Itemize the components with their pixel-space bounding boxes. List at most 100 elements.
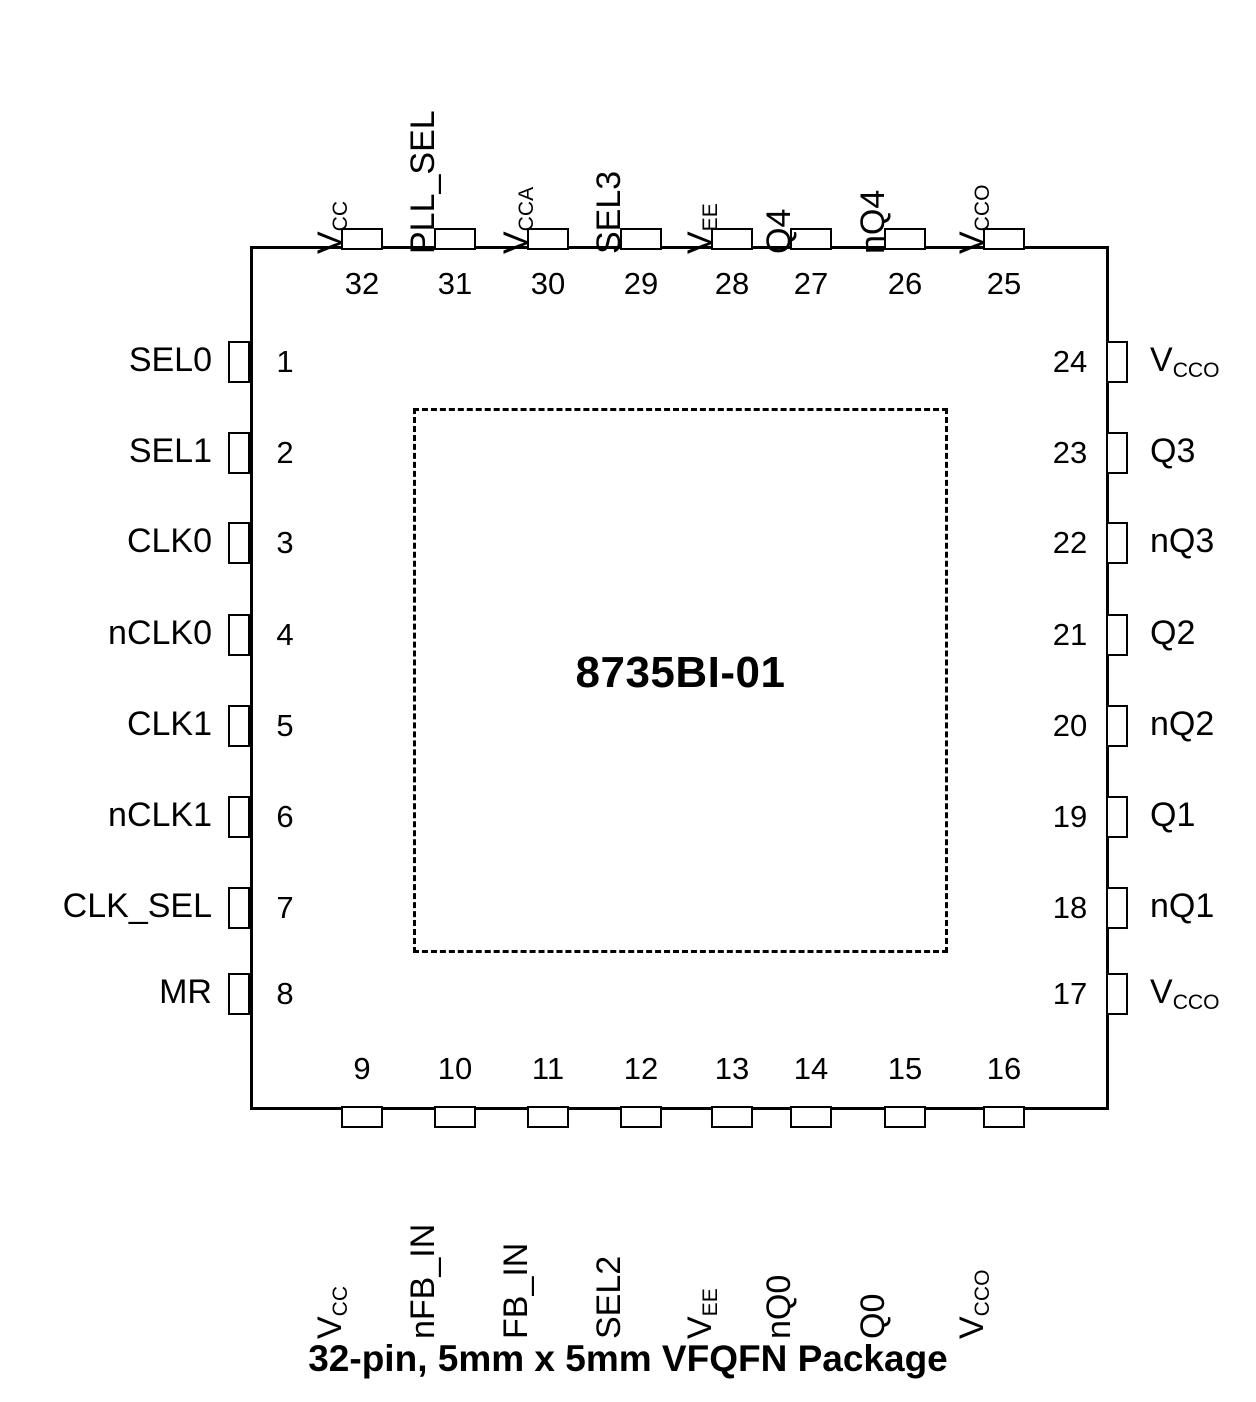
pin-number-14: 14 — [793, 1051, 829, 1086]
die-paddle-dashed-outline — [413, 408, 948, 953]
pin-number-10: 10 — [437, 1051, 473, 1086]
pin-label-28-sub: EE — [698, 203, 722, 232]
pad-10 — [434, 1106, 476, 1128]
pad-1 — [228, 341, 250, 383]
pin-label-19-text: Q1 — [1150, 796, 1196, 834]
pin-label-22-text: nQ3 — [1150, 522, 1215, 560]
pad-16 — [983, 1106, 1025, 1128]
pad-9 — [341, 1106, 383, 1128]
pin-label-13-sub: EE — [698, 1288, 722, 1317]
pin-label-21-text: Q2 — [1150, 614, 1196, 652]
pin-label-5: CLK1 — [126, 705, 212, 743]
pad-2 — [228, 432, 250, 474]
pin-label-24: VCCO — [1150, 341, 1220, 382]
pad-17 — [1106, 973, 1128, 1015]
pin-number-5: 5 — [276, 708, 294, 743]
pin-label-14-text: nQ0 — [760, 1274, 798, 1339]
pin-label-27: Q4 — [760, 209, 799, 254]
pin-label-20-text: nQ2 — [1150, 705, 1215, 743]
pad-11 — [527, 1106, 569, 1128]
pin-label-25-sub: CCO — [970, 184, 994, 232]
pin-number-18: 18 — [1052, 890, 1088, 925]
pin-number-19: 19 — [1052, 799, 1088, 834]
pin-label-24-text: V — [1150, 341, 1173, 379]
pad-3 — [228, 522, 250, 564]
pin-number-31: 31 — [437, 266, 473, 301]
pad-8 — [228, 973, 250, 1015]
pad-23 — [1106, 432, 1128, 474]
pin-number-24: 24 — [1052, 344, 1088, 379]
pin-label-7: CLK_SEL — [62, 887, 212, 925]
pin-label-30-sub: CCA — [514, 186, 538, 232]
pin-number-11: 11 — [531, 1051, 565, 1086]
pad-21 — [1106, 614, 1128, 656]
pad-6 — [228, 796, 250, 838]
part-number-label: 8735BI-01 — [575, 648, 786, 697]
pin-number-13: 13 — [714, 1051, 750, 1086]
package-body-outline — [250, 246, 1109, 1110]
pad-7 — [228, 887, 250, 929]
pin-number-28: 28 — [714, 266, 750, 301]
pin-number-3: 3 — [276, 525, 294, 560]
pin-label-19: Q1 — [1150, 796, 1195, 835]
pin-label-4: nCLK0 — [108, 614, 212, 652]
pin-label-9: VCC — [311, 1285, 352, 1339]
pin-label-30-text: V — [497, 231, 535, 254]
pin-label-32: VCC — [311, 200, 352, 254]
pad-4 — [228, 614, 250, 656]
pin-number-6: 6 — [276, 799, 294, 834]
pin-label-12: SEL2 — [590, 1256, 629, 1339]
pin-label-11: FB_IN — [497, 1243, 536, 1339]
pin-number-2: 2 — [276, 435, 294, 470]
pad-14 — [790, 1106, 832, 1128]
pin-label-16-text: V — [953, 1316, 991, 1339]
pad-32 — [341, 228, 383, 250]
pin-label-23-text: Q3 — [1150, 432, 1196, 470]
pin-label-16-sub: CCO — [970, 1269, 994, 1317]
pad-30 — [527, 228, 569, 250]
pin-number-29: 29 — [623, 266, 659, 301]
pin-label-26: nQ4 — [854, 190, 893, 254]
pin-number-8: 8 — [276, 976, 294, 1011]
pad-19 — [1106, 796, 1128, 838]
pin-number-15: 15 — [887, 1051, 923, 1086]
pin-number-32: 32 — [344, 266, 380, 301]
pad-13 — [711, 1106, 753, 1128]
pin-label-13: VEE — [681, 1288, 722, 1339]
pin-number-25: 25 — [986, 266, 1022, 301]
pin-label-9-sub: CC — [328, 1285, 352, 1317]
pad-24 — [1106, 341, 1128, 383]
pin-number-21: 21 — [1052, 617, 1088, 652]
pin-number-26: 26 — [887, 266, 923, 301]
pad-28 — [711, 228, 753, 250]
pin-label-6: nCLK1 — [108, 796, 212, 834]
pad-5 — [228, 705, 250, 747]
pin-label-25: VCCO — [953, 184, 994, 254]
pin-label-20: nQ2 — [1150, 705, 1214, 744]
pin-number-1: 1 — [276, 344, 294, 379]
pin-number-22: 22 — [1052, 525, 1088, 560]
pin-label-10: nFB_IN — [404, 1224, 443, 1339]
pin-label-32-sub: CC — [328, 200, 352, 232]
pin-label-17-sub: CCO — [1172, 990, 1220, 1014]
pin-label-28-text: V — [681, 231, 719, 254]
pin-number-30: 30 — [530, 266, 566, 301]
pin-label-31-text: PLL_SEL — [404, 110, 442, 254]
pin-label-17-text: V — [1150, 973, 1173, 1011]
pin-label-29-text: SEL3 — [590, 170, 628, 254]
pin-label-21: Q2 — [1150, 614, 1195, 653]
pin-label-27-text: Q4 — [760, 208, 798, 254]
pin-label-13-text: V — [681, 1316, 719, 1339]
pad-22 — [1106, 522, 1128, 564]
pad-26 — [884, 228, 926, 250]
pin-number-17: 17 — [1052, 976, 1088, 1011]
pin-label-31: PLL_SEL — [404, 110, 443, 254]
pad-31 — [434, 228, 476, 250]
pin-label-18-text: nQ1 — [1150, 887, 1215, 925]
pad-18 — [1106, 887, 1128, 929]
pad-29 — [620, 228, 662, 250]
pin-label-22: nQ3 — [1150, 522, 1214, 561]
pin-label-2: SEL1 — [128, 432, 212, 470]
package-caption: 32-pin, 5mm x 5mm VFQFN Package — [308, 1338, 948, 1379]
